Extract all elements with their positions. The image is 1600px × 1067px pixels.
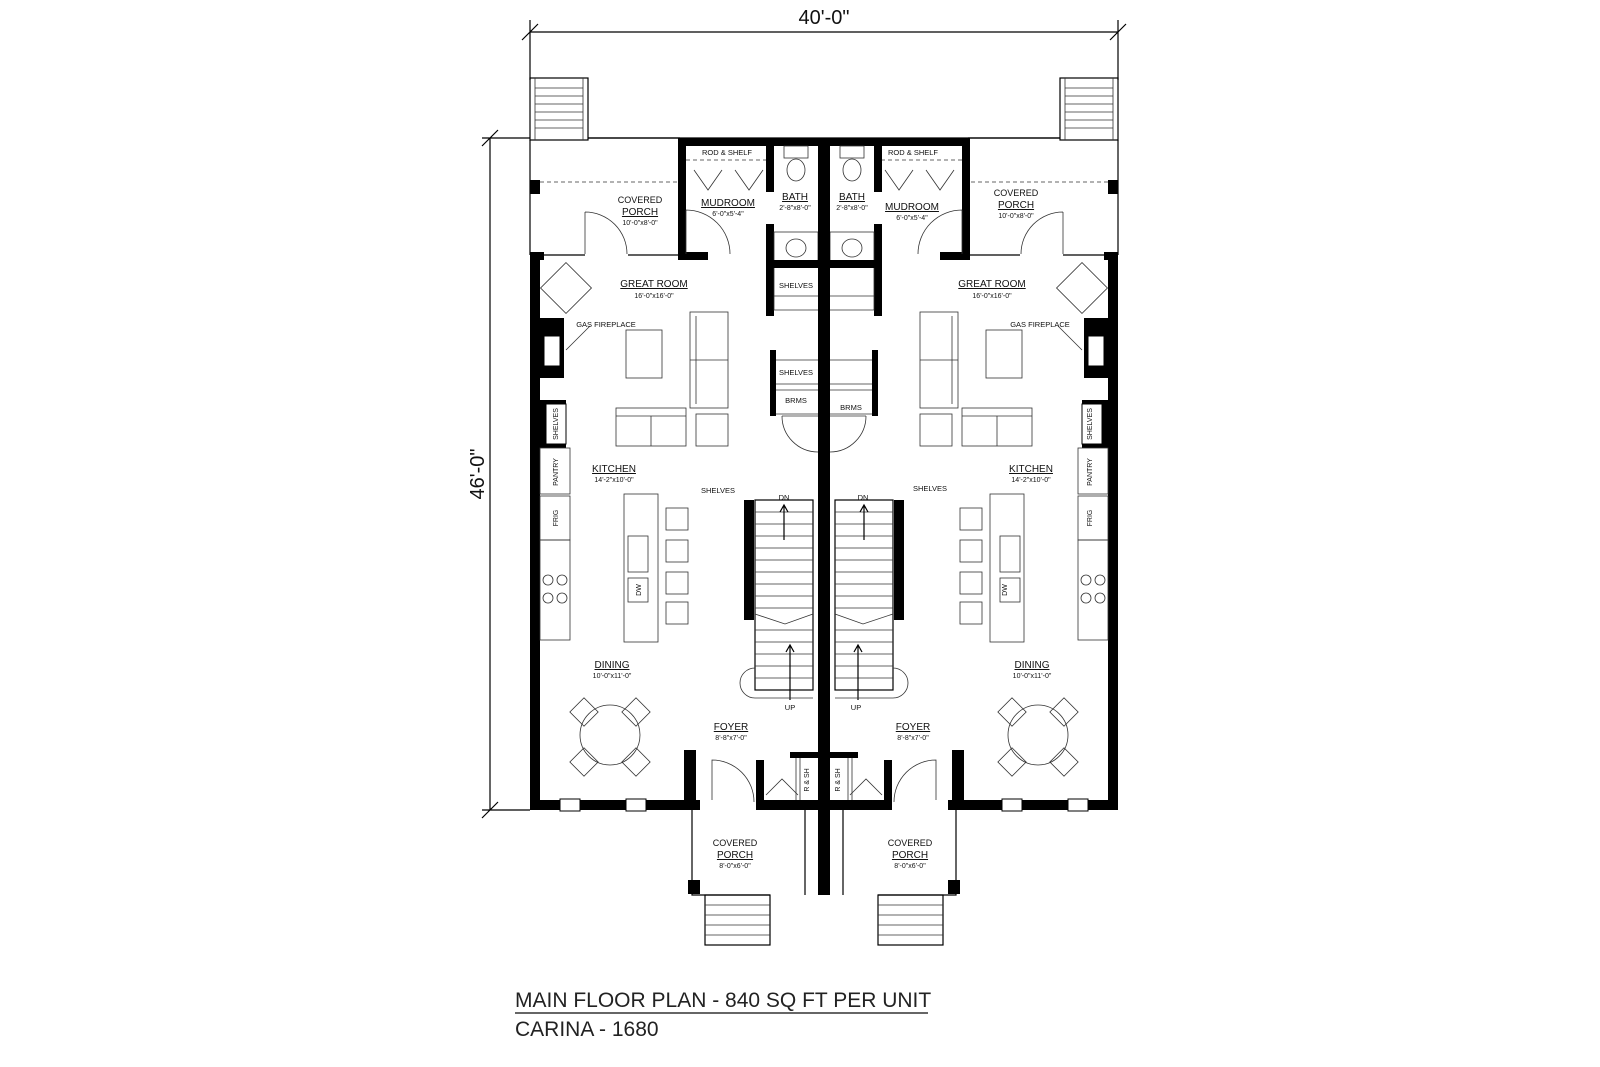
shelves-label: SHELVES <box>1087 408 1094 440</box>
shelves-closet-label: SHELVES <box>779 368 813 377</box>
dining-label: DINING <box>1015 660 1050 671</box>
rod-shelf-closet-label: R & SH <box>835 768 842 791</box>
dishwasher-label: DW <box>1002 584 1009 596</box>
dining-size: 10'-0"x11'-0" <box>1013 673 1052 680</box>
brms-label: BRMS <box>840 403 862 412</box>
dining-size: 10'-0"x11'-0" <box>593 673 632 680</box>
great-room-label: GREAT ROOM <box>958 279 1025 290</box>
mudroom-size: 6'-0"x5'-4" <box>712 211 744 218</box>
party-wall <box>818 138 830 895</box>
front-porch-label: PORCH <box>717 850 753 861</box>
width-dimension-label: 40'-0" <box>799 7 850 29</box>
stair-up-label: UP <box>785 703 795 712</box>
foyer-label: FOYER <box>896 722 930 733</box>
mudroom-size: 6'-0"x5'-4" <box>896 215 928 222</box>
front-porch-label: PORCH <box>892 850 928 861</box>
stair-up-label: UP <box>851 703 861 712</box>
pantry-label: PANTRY <box>553 458 560 486</box>
bath-label: BATH <box>839 192 865 203</box>
brms-label: BRMS <box>785 396 807 405</box>
mudroom-label: MUDROOM <box>701 198 755 209</box>
frig-label: FRIG <box>1087 510 1094 527</box>
kitchen-label: KITCHEN <box>592 464 636 475</box>
rear-porch-label: COVERED <box>994 188 1039 198</box>
rear-porch-label: PORCH <box>622 207 658 218</box>
front-porch-size: 8'-0"x6'-0" <box>894 863 926 870</box>
plan-subtitle: CARINA - 1680 <box>515 1018 659 1041</box>
front-porch-label: COVERED <box>888 838 933 848</box>
shelves-label: SHELVES <box>553 408 560 440</box>
mudroom-label: MUDROOM <box>885 202 939 213</box>
gas-fireplace-label: GAS FIREPLACE <box>1010 320 1070 329</box>
kitchen-label: KITCHEN <box>1009 464 1053 475</box>
rod-shelf-label: ROD & SHELF <box>888 148 938 157</box>
shelves-stair-label: SHELVES <box>701 486 735 495</box>
rod-shelf-closet-label: R & SH <box>804 768 811 791</box>
pantry-label: PANTRY <box>1087 458 1094 486</box>
foyer-size: 8'-8"x7'-0" <box>897 735 929 742</box>
left-unit-plan <box>529 77 819 946</box>
depth-dimension-label: 46'-0" <box>467 449 489 500</box>
rear-porch-size: 10'-0"x8'-0" <box>622 220 658 227</box>
great-room-label: GREAT ROOM <box>620 279 687 290</box>
right-unit-labels: COVERED PORCH 10'-0"x8'-0" ROD & SHELF M… <box>835 148 1094 870</box>
bath-size: 2'-8"x8'-0" <box>836 205 868 212</box>
stair-down-label: DN <box>858 493 869 502</box>
title-block: MAIN FLOOR PLAN - 840 SQ FT PER UNIT CAR… <box>515 989 931 1041</box>
gas-fireplace-label: GAS FIREPLACE <box>576 320 636 329</box>
rear-porch-size: 10'-0"x8'-0" <box>998 213 1034 220</box>
stair-down-label: DN <box>779 493 790 502</box>
dining-label: DINING <box>595 660 630 671</box>
width-dimension: 40'-0" <box>521 7 1127 80</box>
front-porch-size: 8'-0"x6'-0" <box>719 863 751 870</box>
front-porch-label: COVERED <box>713 838 758 848</box>
foyer-label: FOYER <box>714 722 748 733</box>
frig-label: FRIG <box>553 510 560 527</box>
kitchen-size: 14'-2"x10'-0" <box>1011 477 1051 484</box>
kitchen-size: 14'-2"x10'-0" <box>594 477 634 484</box>
rear-porch-label: COVERED <box>618 195 663 205</box>
plan-title: MAIN FLOOR PLAN - 840 SQ FT PER UNIT <box>515 989 931 1012</box>
rear-porch-label: PORCH <box>998 200 1034 211</box>
foyer-size: 8'-8"x7'-0" <box>715 735 747 742</box>
depth-dimension: 46'-0" <box>467 129 530 819</box>
dishwasher-label: DW <box>636 584 643 596</box>
shelves-stair-label: SHELVES <box>913 484 947 493</box>
great-room-size: 16'-0"x16'-0" <box>972 293 1012 300</box>
bath-label: BATH <box>782 192 808 203</box>
left-unit-labels: COVERED PORCH 10'-0"x8'-0" ROD & SHELF M… <box>553 148 813 870</box>
shelves-closet-label: SHELVES <box>779 281 813 290</box>
bath-size: 2'-8"x8'-0" <box>779 205 811 212</box>
right-unit-plan <box>829 77 1119 946</box>
great-room-size: 16'-0"x16'-0" <box>634 293 674 300</box>
rod-shelf-label: ROD & SHELF <box>702 148 752 157</box>
